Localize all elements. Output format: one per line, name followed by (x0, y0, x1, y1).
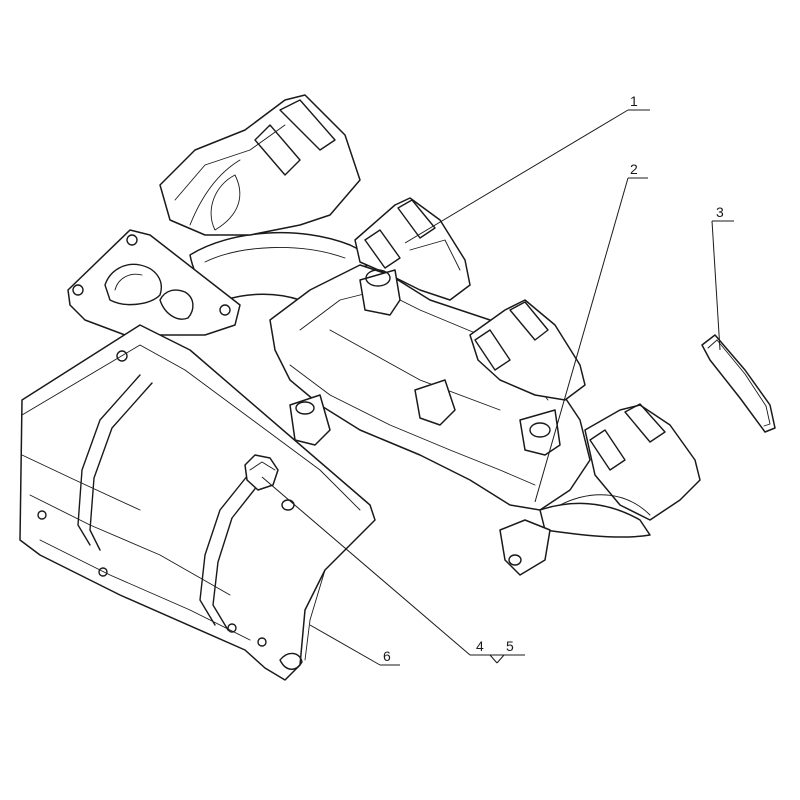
callout-4: 4 (476, 638, 484, 654)
exhaust-manifold (67, 94, 701, 576)
callout-1: 1 (630, 93, 638, 109)
heat-shield (19, 324, 376, 681)
callout-3: 3 (716, 204, 724, 220)
callout-6: 6 (383, 648, 391, 664)
callout-5: 5 (506, 638, 514, 654)
leader-lines (261, 109, 734, 666)
callout-2: 2 (630, 161, 638, 177)
flange-gasket (701, 334, 776, 433)
